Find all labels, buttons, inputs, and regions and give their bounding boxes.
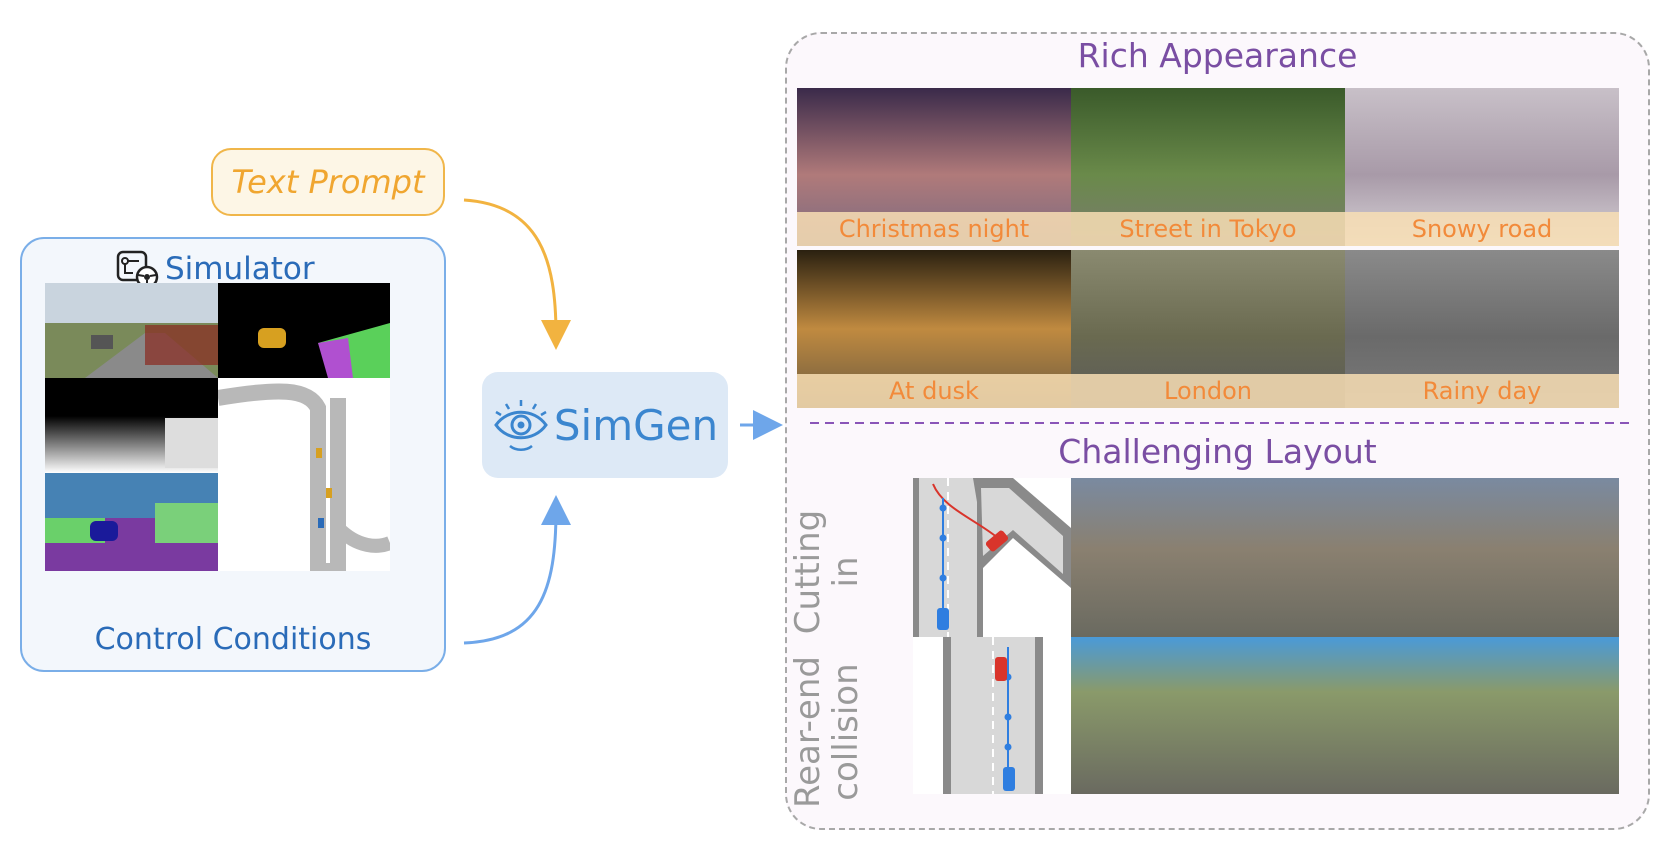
appearance-caption: Street in Tokyo bbox=[1071, 212, 1345, 246]
sim-semantic-tile bbox=[45, 473, 218, 571]
rear-end-result-image bbox=[1345, 637, 1619, 794]
text-prompt-label: Text Prompt bbox=[231, 163, 425, 201]
prompt-arrow bbox=[463, 198, 571, 350]
row-label-cutting-in: Cutting in bbox=[788, 497, 866, 647]
text-prompt-box: Text Prompt bbox=[211, 148, 445, 216]
sim-rgb-tile bbox=[45, 283, 218, 378]
eye-logo-icon bbox=[494, 400, 548, 451]
appearance-caption: Snowy road bbox=[1345, 212, 1619, 246]
appearance-image: At dusk bbox=[797, 250, 1071, 408]
row-label-line2: collision bbox=[826, 663, 866, 801]
rear-end-result-image bbox=[1071, 637, 1345, 794]
appearance-image: Snowy road bbox=[1345, 88, 1619, 246]
appearance-image: London bbox=[1071, 250, 1345, 408]
simgen-model-box: SimGen bbox=[482, 372, 728, 478]
control-conditions-label: Control Conditions bbox=[94, 622, 372, 657]
row-label-line1: Cutting bbox=[788, 509, 828, 635]
row-label-line2: in bbox=[826, 556, 866, 588]
cutting-in-result-image bbox=[1345, 478, 1619, 637]
appearance-caption: London bbox=[1071, 374, 1345, 408]
appearance-image: Street in Tokyo bbox=[1071, 88, 1345, 246]
simulator-title-text: Simulator bbox=[165, 251, 315, 287]
rich-appearance-title: Rich Appearance bbox=[1077, 36, 1358, 75]
appearance-image: Christmas night bbox=[797, 88, 1071, 246]
cutting-in-layout-diagram bbox=[913, 478, 1071, 637]
appearance-image: Rainy day bbox=[1345, 250, 1619, 408]
appearance-caption: Rainy day bbox=[1345, 374, 1619, 408]
row-label-line1: Rear-end bbox=[788, 656, 828, 808]
appearance-caption: Christmas night bbox=[797, 212, 1071, 246]
sim-depth-tile bbox=[45, 378, 218, 473]
challenging-layout-title: Challenging Layout bbox=[1058, 432, 1377, 471]
simulator-steering-icon bbox=[116, 250, 159, 289]
control-arrow bbox=[463, 495, 571, 645]
row-label-rear-end: Rear-end collision bbox=[788, 642, 866, 822]
rear-end-layout-diagram bbox=[913, 637, 1071, 794]
cutting-in-result-image bbox=[1071, 478, 1345, 637]
simgen-label: SimGen bbox=[553, 400, 719, 450]
appearance-caption: At dusk bbox=[797, 374, 1071, 408]
sim-instance-tile bbox=[218, 283, 390, 378]
section-divider bbox=[810, 422, 1630, 424]
simulator-title: Simulator bbox=[115, 246, 315, 292]
sim-topdown-map-tile bbox=[218, 378, 390, 571]
